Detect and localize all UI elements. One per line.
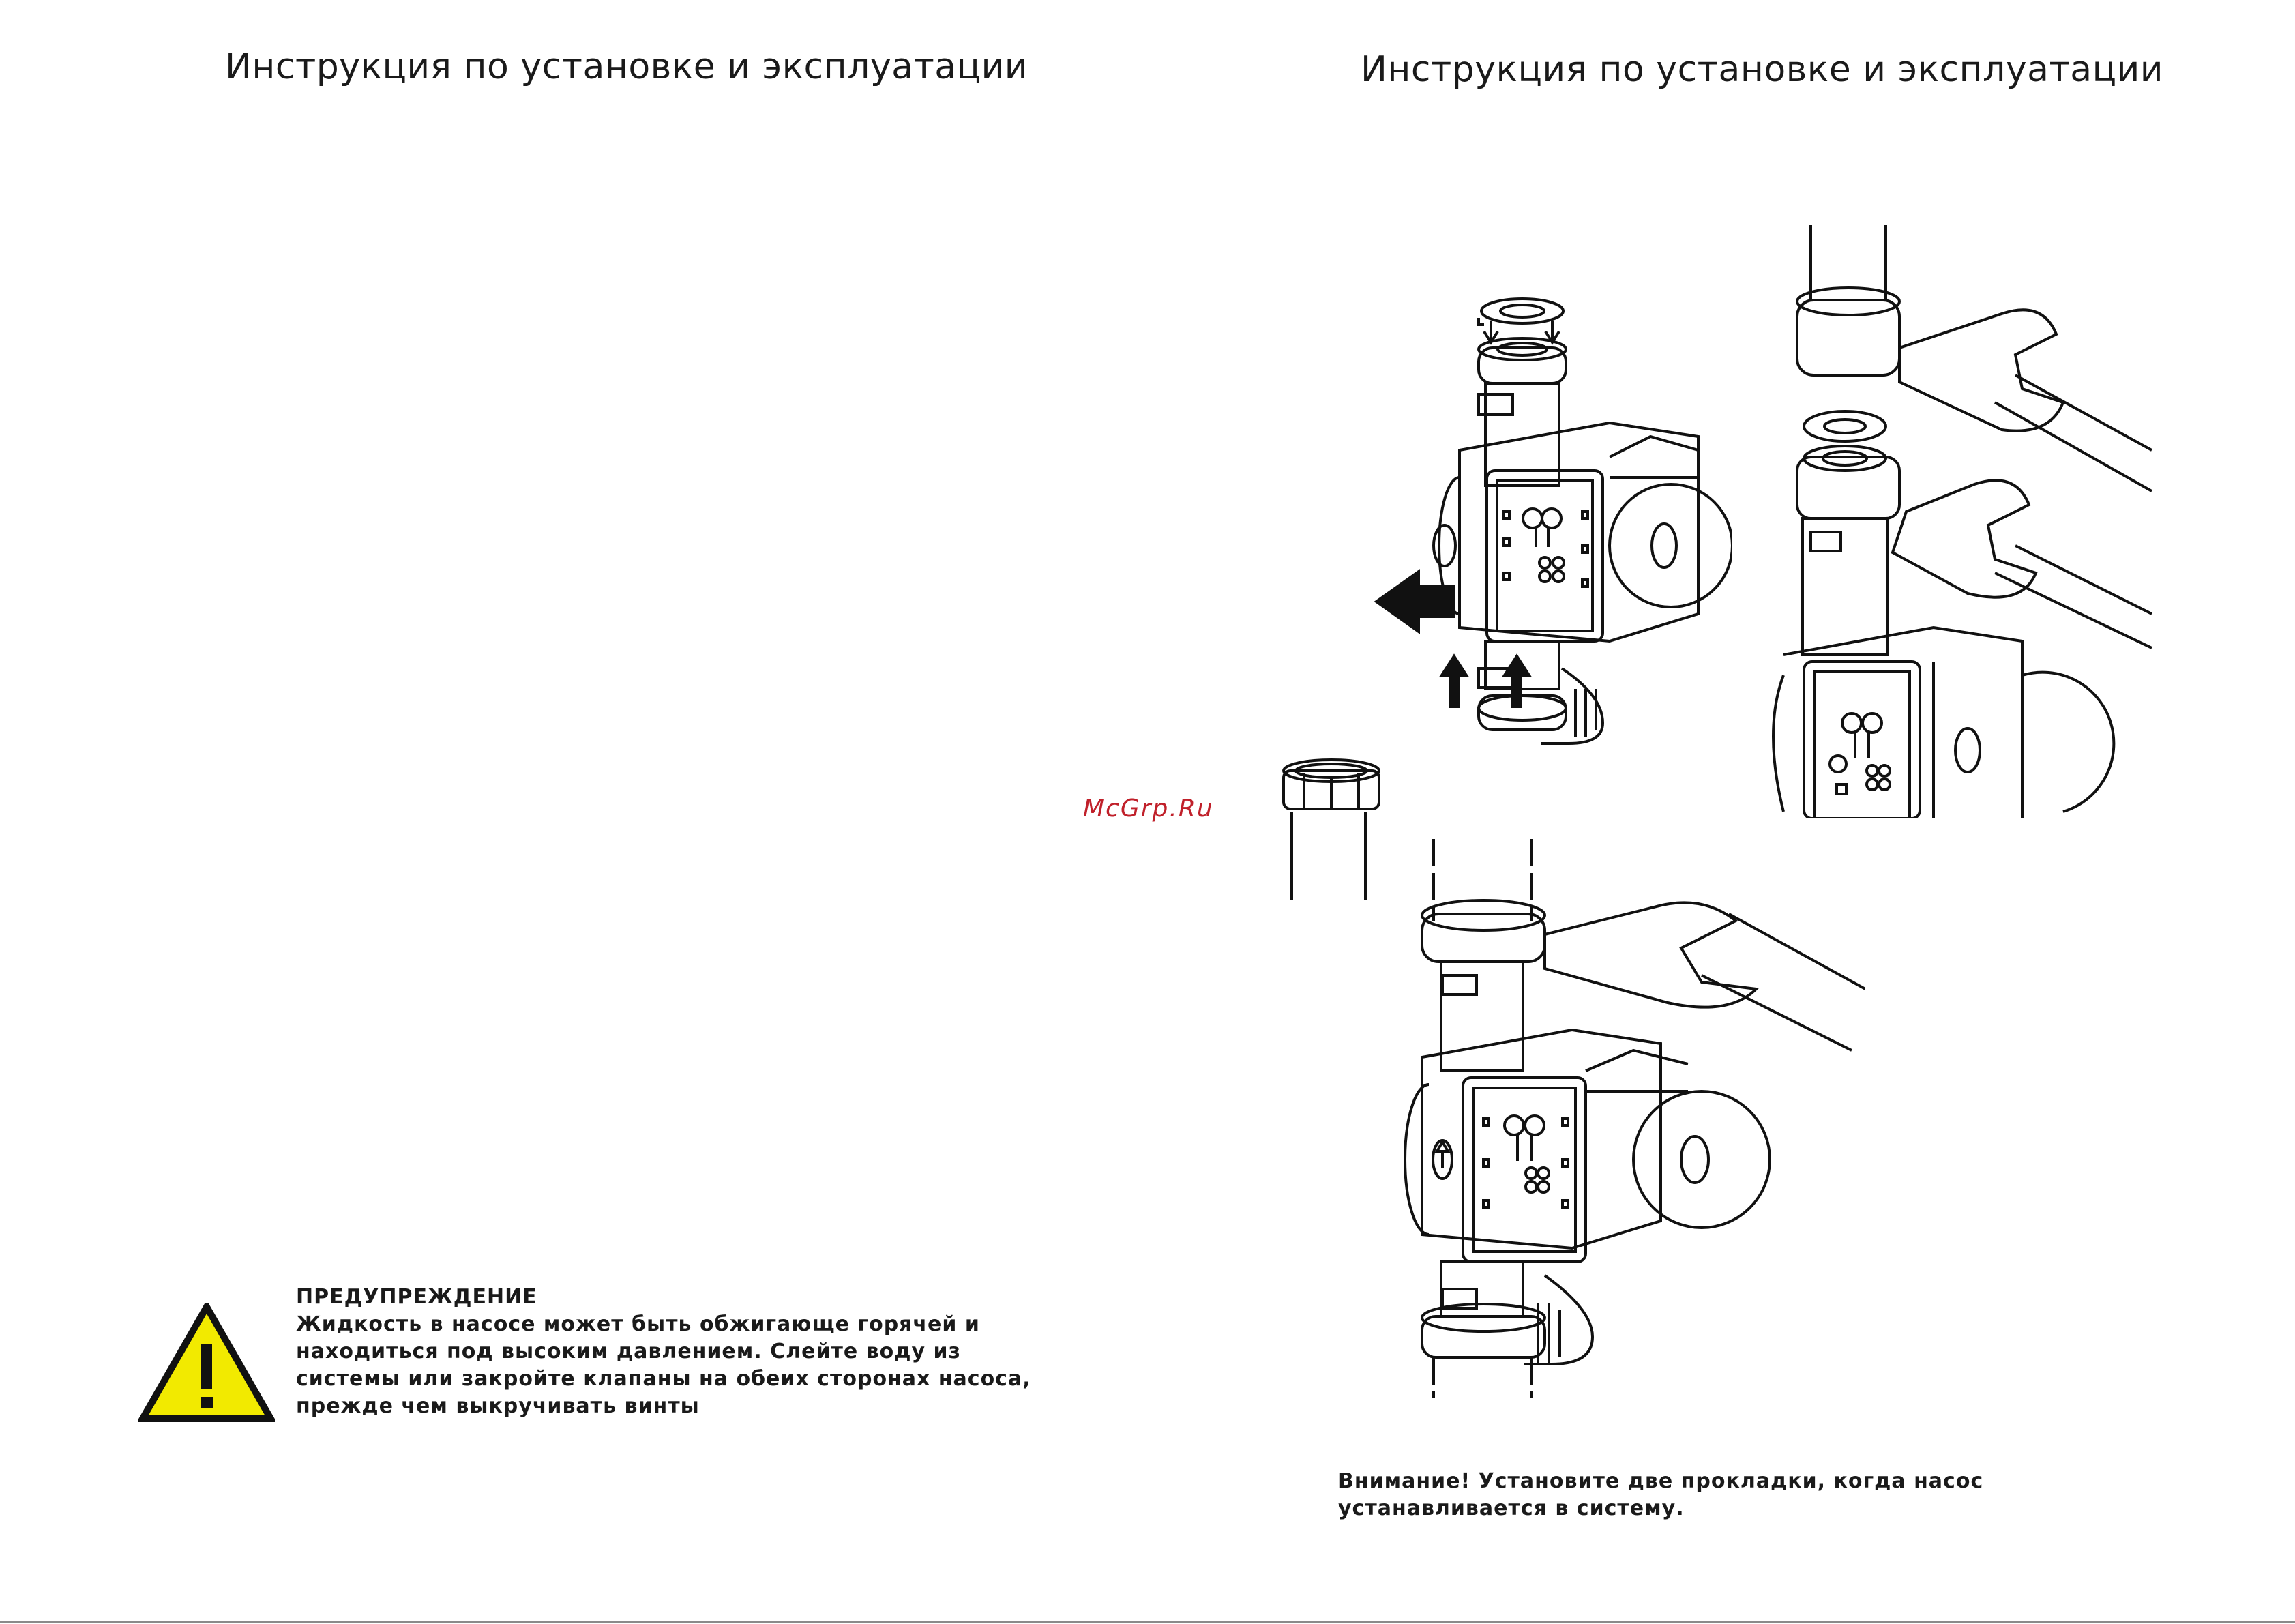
warning-line: системы или закройте клапаны на обеих ст…	[296, 1367, 1031, 1391]
page-title-right: Инструкция по установке и эксплуатации	[1361, 49, 2164, 90]
warning-block: ПРЕДУПРЕЖДЕНИЕ Жидкость в насосе может б…	[296, 1284, 1033, 1420]
warning-triangle-icon	[138, 1303, 275, 1422]
pump-gasket-illustration	[1374, 297, 1732, 745]
note-line: Внимание! Установите две прокладки, когд…	[1338, 1469, 1984, 1493]
warning-line: прежде чем выкручивать винты	[296, 1394, 700, 1418]
gasket-note: Внимание! Установите две прокладки, когд…	[1338, 1468, 1984, 1522]
pump-installed-illustration	[1404, 839, 1865, 1398]
warning-line: Жидкость в насосе может быть обжигающе г…	[296, 1312, 980, 1336]
note-line: устанавливается в систему.	[1338, 1496, 1685, 1520]
warning-line: находиться под высоким давлением. Слейте…	[296, 1340, 961, 1363]
watermark: McGrp.Ru	[1083, 795, 1214, 823]
page-title-left: Инструкция по установке и эксплуатации	[225, 46, 1028, 87]
warning-heading: ПРЕДУПРЕЖДЕНИЕ	[296, 1285, 537, 1309]
union-nut-illustration	[1282, 758, 1380, 900]
pump-wrench-illustration-top	[1772, 225, 2152, 818]
bottom-rule	[0, 1621, 2295, 1623]
